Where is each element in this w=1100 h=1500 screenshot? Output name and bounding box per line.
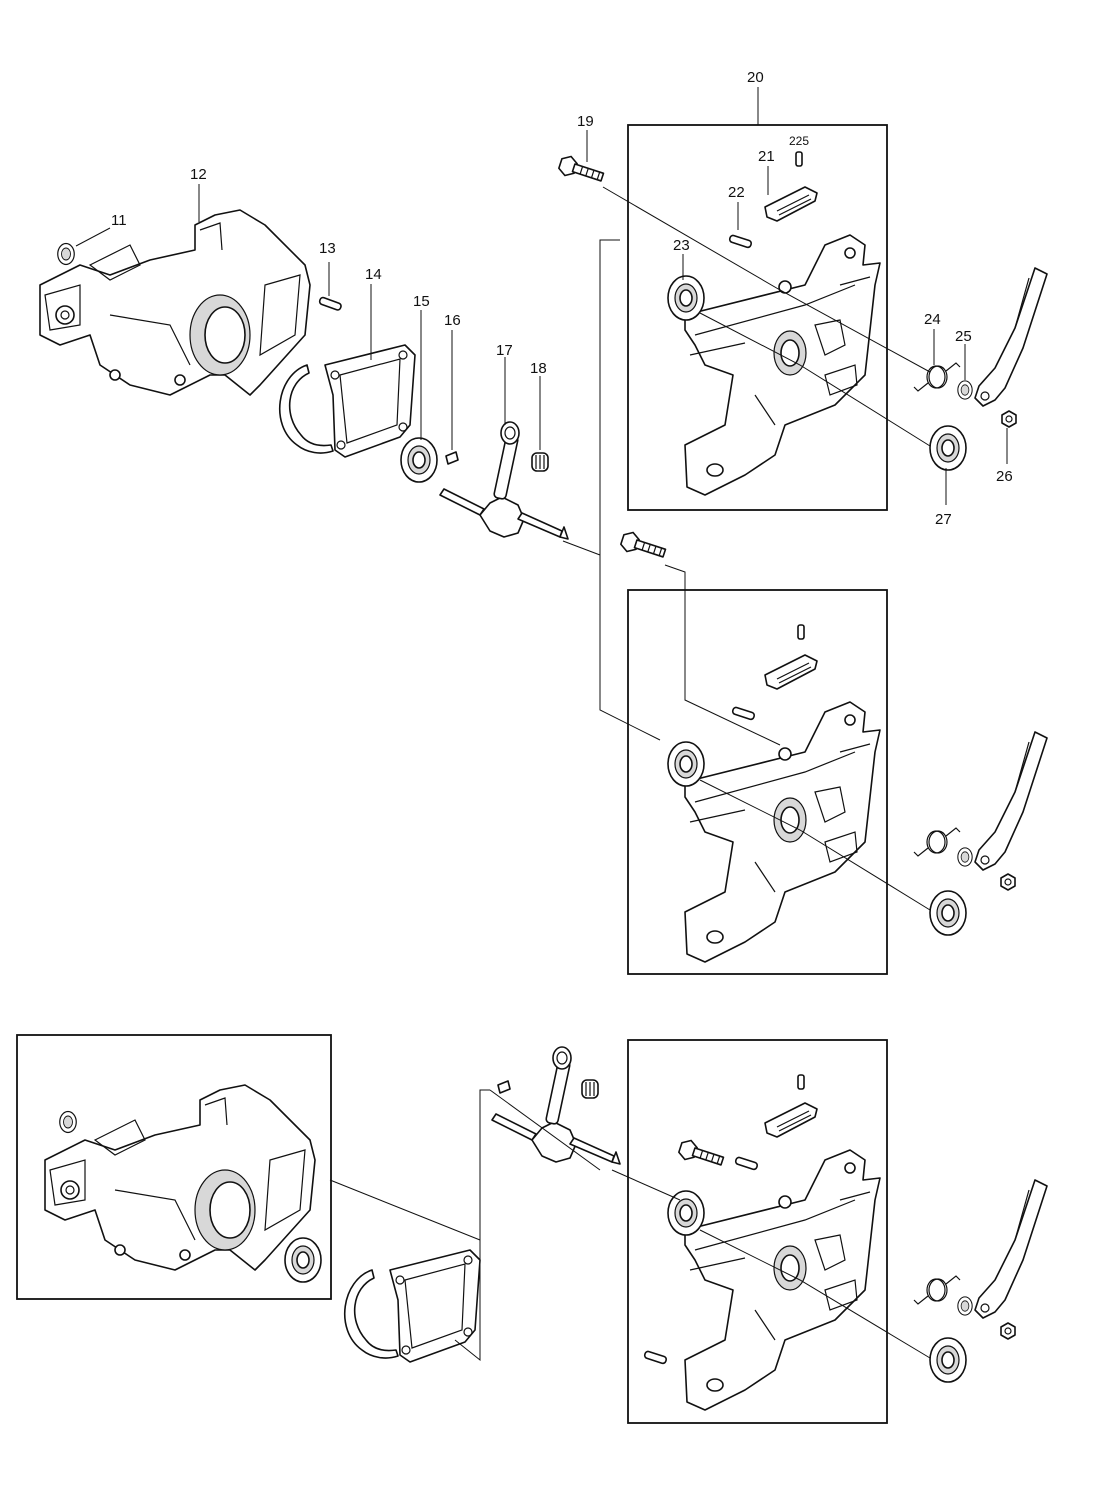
callout-225: 225 [789,134,809,148]
part-26-nut [1001,410,1017,428]
callout-22: 22 [728,184,745,201]
bottom-nut [1000,1322,1016,1340]
mid-housing [684,701,881,963]
mid-spring [913,827,961,857]
part-16-key [445,451,459,465]
callout-25: 25 [955,328,972,345]
bottom-right-frame [627,1039,888,1424]
callout-23: 23 [673,237,690,254]
part-27-seal [929,425,967,471]
bottom-pin [734,1155,759,1171]
callout-27: 27 [935,511,952,528]
mid-clip [764,654,818,690]
bottom-pin-225 [797,1074,805,1090]
mid-lever [974,731,1048,871]
mid-frame [627,589,888,975]
bottom-housing [684,1149,881,1411]
bottom-seal-small [59,1110,77,1134]
callout-15: 15 [413,293,430,310]
bottom-crankcase [44,1084,316,1271]
middle-group [599,529,1048,975]
part-18-needle-bearing [531,452,549,472]
callout-17: 17 [496,342,513,359]
callout-20: 20 [747,69,764,86]
part-225-pin [795,151,803,167]
part-11-seal [57,242,75,266]
callout-19: 19 [577,113,594,130]
part-12-crankcase [39,209,311,396]
part-23-bearing [667,275,705,321]
brake-lever [974,267,1048,407]
callout-11: 11 [111,212,127,229]
part-22-pin [728,233,753,249]
part-17-crankshaft [439,421,569,540]
bottom-seal [929,1337,967,1383]
part-25-bushing [957,380,973,400]
mid-bearing [667,741,705,787]
part-13-pin [318,295,343,312]
mid-pin-225 [797,624,805,640]
bottom-gasket [343,1249,481,1363]
callout-18: 18 [530,360,547,377]
top-group: 11 12 13 14 15 16 17 18 [39,69,1048,556]
mid-bolt [618,529,669,564]
part-15-bearing [400,437,438,483]
bottom-clip [764,1102,818,1138]
callout-21: 21 [758,148,775,165]
bottom-lever [974,1179,1048,1319]
mid-seal [929,890,967,936]
bottom-needle-bearing [581,1079,599,1099]
callout-26: 26 [996,468,1013,485]
callout-12: 12 [190,166,207,183]
bottom-bolt [676,1137,727,1172]
bottom-loose-pin [643,1349,668,1365]
mid-bushing [957,847,973,867]
mid-nut [1000,873,1016,891]
part-21-clip [764,186,818,222]
bottom-left-frame [16,1034,332,1300]
callout-13: 13 [319,240,336,257]
part-19-bolt [556,153,607,188]
bottom-bearing-left [284,1237,322,1283]
bottom-key [497,1080,511,1094]
callout-24: 24 [924,311,941,328]
bottom-group [16,1034,1048,1424]
callout-14: 14 [365,266,382,283]
callout-16: 16 [444,312,461,329]
part-20-housing [684,234,881,496]
bottom-bushing [957,1296,973,1316]
mid-pin [731,705,756,721]
part-14-gasket [278,344,416,458]
bottom-spring [913,1275,961,1305]
